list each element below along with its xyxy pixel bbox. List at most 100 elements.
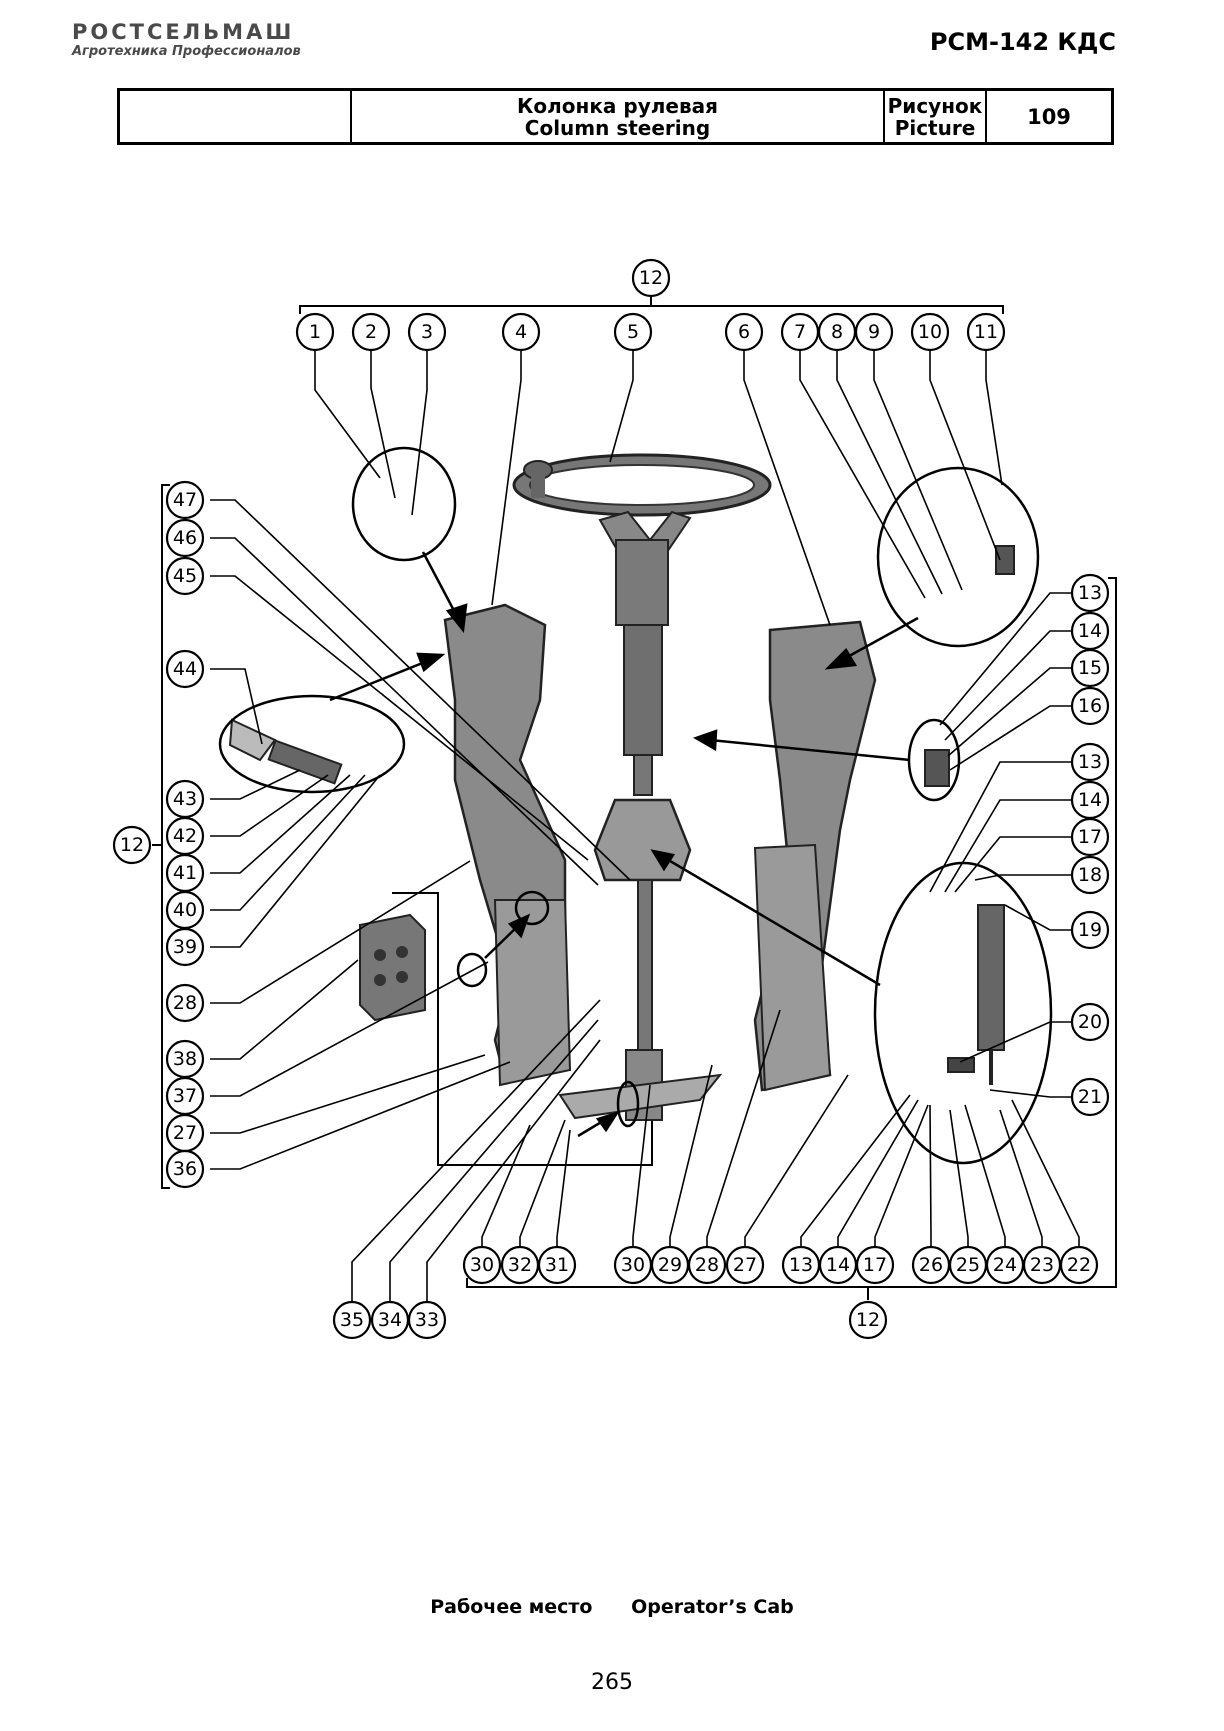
callout: 23 [1022,1245,1062,1285]
callout: 14 [1070,611,1110,651]
svg-text:38: 38 [173,1048,197,1070]
callout: 14 [818,1245,858,1285]
title-empty-cell [120,91,352,142]
brand-logo: РОСТСЕЛЬМАШ [72,20,295,44]
svg-text:13: 13 [1078,751,1102,773]
callout: 1 [295,312,335,352]
callout: 29 [650,1245,690,1285]
svg-text:22: 22 [1067,1254,1091,1276]
brand-slogan: Агротехника Профессионалов [72,44,301,59]
callout: 35 [332,1300,372,1340]
callout: 18 [1070,855,1110,895]
svg-text:29: 29 [658,1254,682,1276]
callout: 13 [781,1245,821,1285]
callout: 5 [613,312,653,352]
svg-text:36: 36 [173,1158,197,1180]
callout: 21 [1070,1077,1110,1117]
svg-text:17: 17 [1078,826,1102,848]
svg-text:12: 12 [120,834,144,856]
svg-text:40: 40 [173,899,197,921]
callout: 8 [817,312,857,352]
callout: 7 [780,312,820,352]
svg-text:34: 34 [378,1309,402,1331]
callout: 24 [985,1245,1025,1285]
callout: 27 [725,1245,765,1285]
svg-text:3: 3 [421,321,433,343]
callout: 16 [1070,686,1110,726]
callout: 46 [165,518,205,558]
callout: 34 [370,1300,410,1340]
callout: 43 [165,779,205,819]
callout: 3 [407,312,447,352]
callout: 44 [165,649,205,689]
svg-text:11: 11 [974,321,998,343]
callout: 45 [165,556,205,596]
callout: 26 [911,1245,951,1285]
callout: 38 [165,1039,205,1079]
svg-text:9: 9 [868,321,880,343]
callout: 10 [910,312,950,352]
figure-label-cell: Рисунок Picture [885,91,987,142]
svg-text:27: 27 [173,1122,197,1144]
svg-text:42: 42 [173,825,197,847]
svg-text:32: 32 [508,1254,532,1276]
callout: 17 [855,1245,895,1285]
callout: 25 [948,1245,988,1285]
svg-text:27: 27 [733,1254,757,1276]
callout-labels: 12 1 2 3 4 5 6 7 8 9 10 11 47 46 45 44 4… [112,258,1110,1340]
callout: 31 [537,1245,577,1285]
callout: 12 [631,258,671,298]
svg-text:2: 2 [365,321,377,343]
svg-text:20: 20 [1078,1011,1102,1033]
svg-text:43: 43 [173,788,197,810]
callout: 47 [165,480,205,520]
title-name-cell: Колонка рулевая Column steering [352,91,885,142]
callout: 9 [854,312,894,352]
callout: 4 [501,312,541,352]
callout: 28 [165,983,205,1023]
callout: 6 [724,312,764,352]
callout: 15 [1070,648,1110,688]
footer-section: Рабочее место Operator’s Cab [0,1596,1224,1618]
callout: 13 [1070,742,1110,782]
svg-text:4: 4 [515,321,527,343]
svg-text:46: 46 [173,527,197,549]
svg-text:28: 28 [173,992,197,1014]
svg-text:37: 37 [173,1085,197,1107]
svg-text:10: 10 [918,321,942,343]
callout: 2 [351,312,391,352]
svg-text:23: 23 [1030,1254,1054,1276]
title-name-ru: Колонка рулевая [517,93,718,118]
svg-text:30: 30 [621,1254,645,1276]
leader-lines [210,350,1075,1170]
callout: 32 [500,1245,540,1285]
svg-text:1: 1 [309,321,321,343]
callout: 20 [1070,1002,1110,1042]
figure-label-en: Picture [894,115,976,140]
svg-text:14: 14 [1078,620,1102,642]
svg-text:8: 8 [831,321,843,343]
callout: 37 [165,1076,205,1116]
callout: 22 [1059,1245,1099,1285]
page-number: 265 [591,1670,633,1695]
svg-text:5: 5 [627,321,639,343]
svg-text:45: 45 [173,565,197,587]
svg-text:39: 39 [173,936,197,958]
callout: 40 [165,890,205,930]
svg-text:24: 24 [993,1254,1017,1276]
callout: 41 [165,853,205,893]
callout: 30 [462,1245,502,1285]
pointer-arrows [329,551,919,1138]
svg-text:13: 13 [789,1254,813,1276]
svg-text:12: 12 [639,267,663,289]
svg-text:31: 31 [545,1254,569,1276]
svg-text:35: 35 [340,1309,364,1331]
callout: 17 [1070,817,1110,857]
svg-text:16: 16 [1078,695,1102,717]
svg-text:41: 41 [173,862,197,884]
svg-text:17: 17 [863,1254,887,1276]
figure-number: 109 [1027,104,1071,129]
callout: 19 [1070,910,1110,950]
svg-text:44: 44 [173,658,197,680]
callout: 39 [165,927,205,967]
